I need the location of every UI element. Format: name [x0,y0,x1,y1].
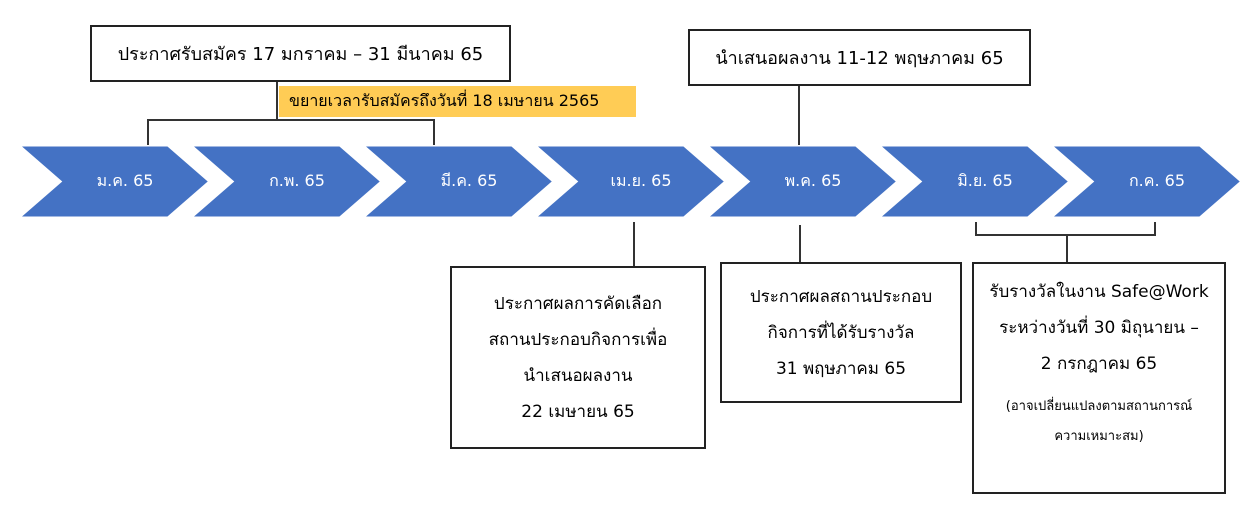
month-label: ม.ค. 65 [96,171,154,190]
extension-text: ขยายเวลารับสมัครถึงวันที่ 18 เมษายน 2565 [289,91,600,110]
winners-line: 31 พฤษภาคม 65 [775,358,907,379]
connector [1154,222,1156,235]
connector [798,86,800,145]
announce-apply-text: ประกาศรับสมัคร 17 มกราคม – 31 มีนาคม 65 [117,44,484,65]
month-chevron [1045,143,1245,220]
month-chevron [701,143,901,220]
month-label: พ.ค. 65 [784,171,842,190]
month-chevron [529,143,729,220]
selection-line: นำเสนอผลงาน [523,365,633,386]
award-note: ความเหมาะสม) [1054,429,1144,444]
connector [147,119,435,121]
winners-line: กิจการที่ได้รับรางวัล [767,322,915,343]
presentation-box: นำเสนอผลงาน 11-12 พฤษภาคม 65 [688,29,1031,86]
extension-highlight: ขยายเวลารับสมัครถึงวันที่ 18 เมษายน 2565 [279,86,636,117]
selection-box: ประกาศผลการคัดเลือก สถานประกอบกิจการเพื่… [450,266,706,449]
connector [1066,234,1068,262]
month-chevron [357,143,557,220]
month-label: ก.พ. 65 [269,171,325,190]
month-chevron [185,143,385,220]
connector [975,234,1156,236]
month-chevron [873,143,1073,220]
selection-line: 22 เมษายน 65 [521,401,635,422]
connector [799,225,801,263]
month-label: เม.ย. 65 [610,171,672,190]
month-label: ก.ค. 65 [1128,171,1185,190]
selection-line: สถานประกอบกิจการเพื่อ [488,329,668,350]
winners-box: ประกาศผลสถานประกอบ กิจการที่ได้รับรางวัล… [720,262,962,403]
selection-line: ประกาศผลการคัดเลือก [493,293,663,314]
month-label: มิ.ย. 65 [957,171,1013,190]
announce-apply-box: ประกาศรับสมัคร 17 มกราคม – 31 มีนาคม 65 [90,25,511,82]
connector [633,222,635,266]
month-chevron [13,143,213,220]
connector [975,222,977,235]
award-note: (อาจเปลี่ยนแปลงตามสถานการณ์ [1005,399,1193,414]
connector [147,119,149,145]
connector [433,119,435,145]
connector [276,82,278,120]
award-line: รับรางวัลในงาน Safe@Work [989,282,1209,302]
award-line: ระหว่างวันที่ 30 มิถุนายน – [999,318,1199,338]
presentation-text: นำเสนอผลงาน 11-12 พฤษภาคม 65 [715,48,1004,69]
month-label: มี.ค. 65 [440,171,498,190]
winners-line: ประกาศผลสถานประกอบ [749,286,933,307]
award-box: รับรางวัลในงาน Safe@Work ระหว่างวันที่ 3… [972,262,1226,494]
award-line: 2 กรกฎาคม 65 [1040,354,1158,374]
